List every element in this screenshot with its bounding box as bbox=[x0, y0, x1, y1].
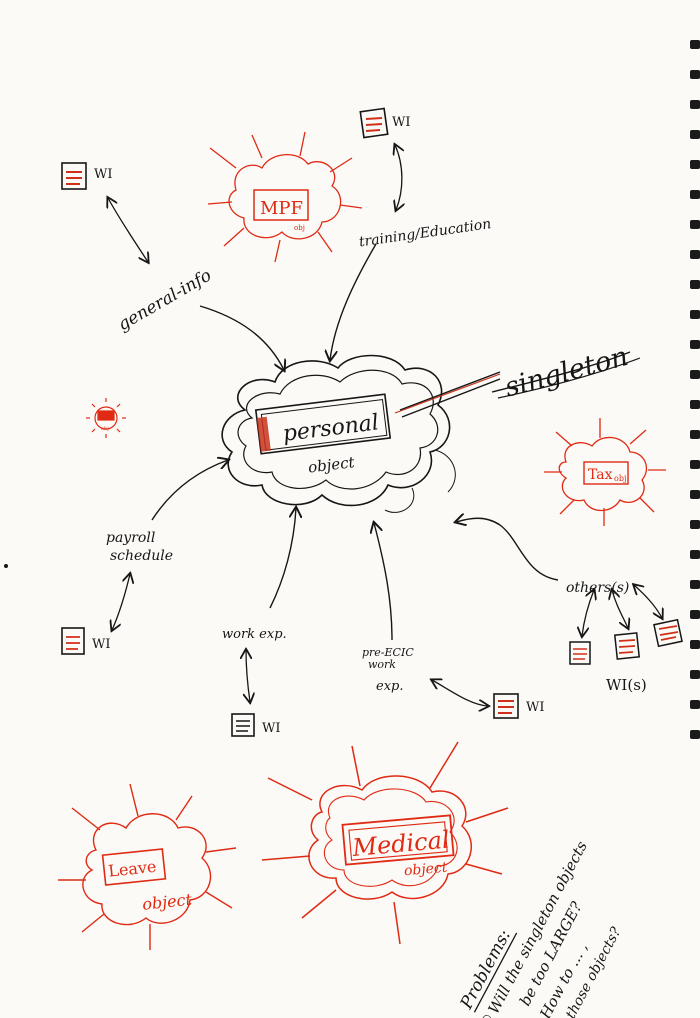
mpf-title: MPF bbox=[260, 198, 303, 219]
branch-pre-ecic-1: pre-ECIC bbox=[362, 646, 414, 659]
mpf-sub: obj bbox=[294, 224, 305, 232]
small-object-sun bbox=[86, 398, 126, 438]
branch-arrows bbox=[151, 243, 559, 641]
wi-label-general: WI bbox=[94, 167, 113, 182]
wi-label-training: WI bbox=[392, 115, 411, 130]
mpf-object-sun bbox=[207, 131, 363, 263]
medical-sub: object bbox=[403, 860, 448, 880]
wi-doc-icon bbox=[613, 632, 641, 660]
singleton-label: singleton bbox=[502, 341, 632, 404]
center-subtitle: object bbox=[307, 453, 356, 477]
branch-payroll-1: payroll bbox=[106, 530, 155, 546]
leave-title: Leave bbox=[107, 857, 157, 881]
personal-object-cloud bbox=[221, 354, 456, 513]
wi-doc-icon bbox=[61, 627, 85, 655]
wi-doc-icon bbox=[569, 641, 591, 665]
wi-doc-icon bbox=[653, 618, 683, 648]
branch-payroll-2: schedule bbox=[110, 548, 173, 564]
tax-title: Tax bbox=[588, 467, 613, 483]
wi-doc-icon bbox=[359, 107, 389, 139]
personal-title-box bbox=[254, 393, 392, 455]
medical-object-sun bbox=[261, 741, 509, 945]
wi-label-others: WI(s) bbox=[606, 676, 647, 694]
branch-pre-ecic-3: exp. bbox=[376, 679, 403, 694]
wi-label-payroll: WI bbox=[92, 637, 111, 652]
tax-object-sun bbox=[544, 418, 666, 526]
branch-general-info: general-info bbox=[115, 266, 215, 335]
tax-sub: obj bbox=[614, 474, 626, 483]
branch-pre-ecic-2: work bbox=[368, 658, 396, 671]
leave-object-sun bbox=[58, 783, 237, 950]
wi-label-pre-ecic: WI bbox=[526, 700, 545, 715]
wi-arrows bbox=[108, 145, 662, 706]
wi-doc-icon bbox=[493, 693, 519, 719]
stray-ink-mark bbox=[4, 564, 8, 568]
wi-doc-icon bbox=[61, 162, 87, 190]
small-sun-sub: obj bbox=[101, 426, 109, 432]
problems-note: Problems: ① Will the singleton objects b… bbox=[456, 838, 625, 1018]
singleton-pointer bbox=[394, 351, 641, 418]
cloud-outline bbox=[221, 354, 451, 507]
spiral-binding bbox=[690, 40, 700, 739]
wi-label-work: WI bbox=[262, 721, 281, 736]
branch-training: training/Education bbox=[358, 216, 492, 250]
branch-work-exp: work exp. bbox=[222, 627, 287, 642]
branch-others: others(s) bbox=[566, 580, 629, 596]
wi-doc-icon bbox=[231, 713, 255, 737]
